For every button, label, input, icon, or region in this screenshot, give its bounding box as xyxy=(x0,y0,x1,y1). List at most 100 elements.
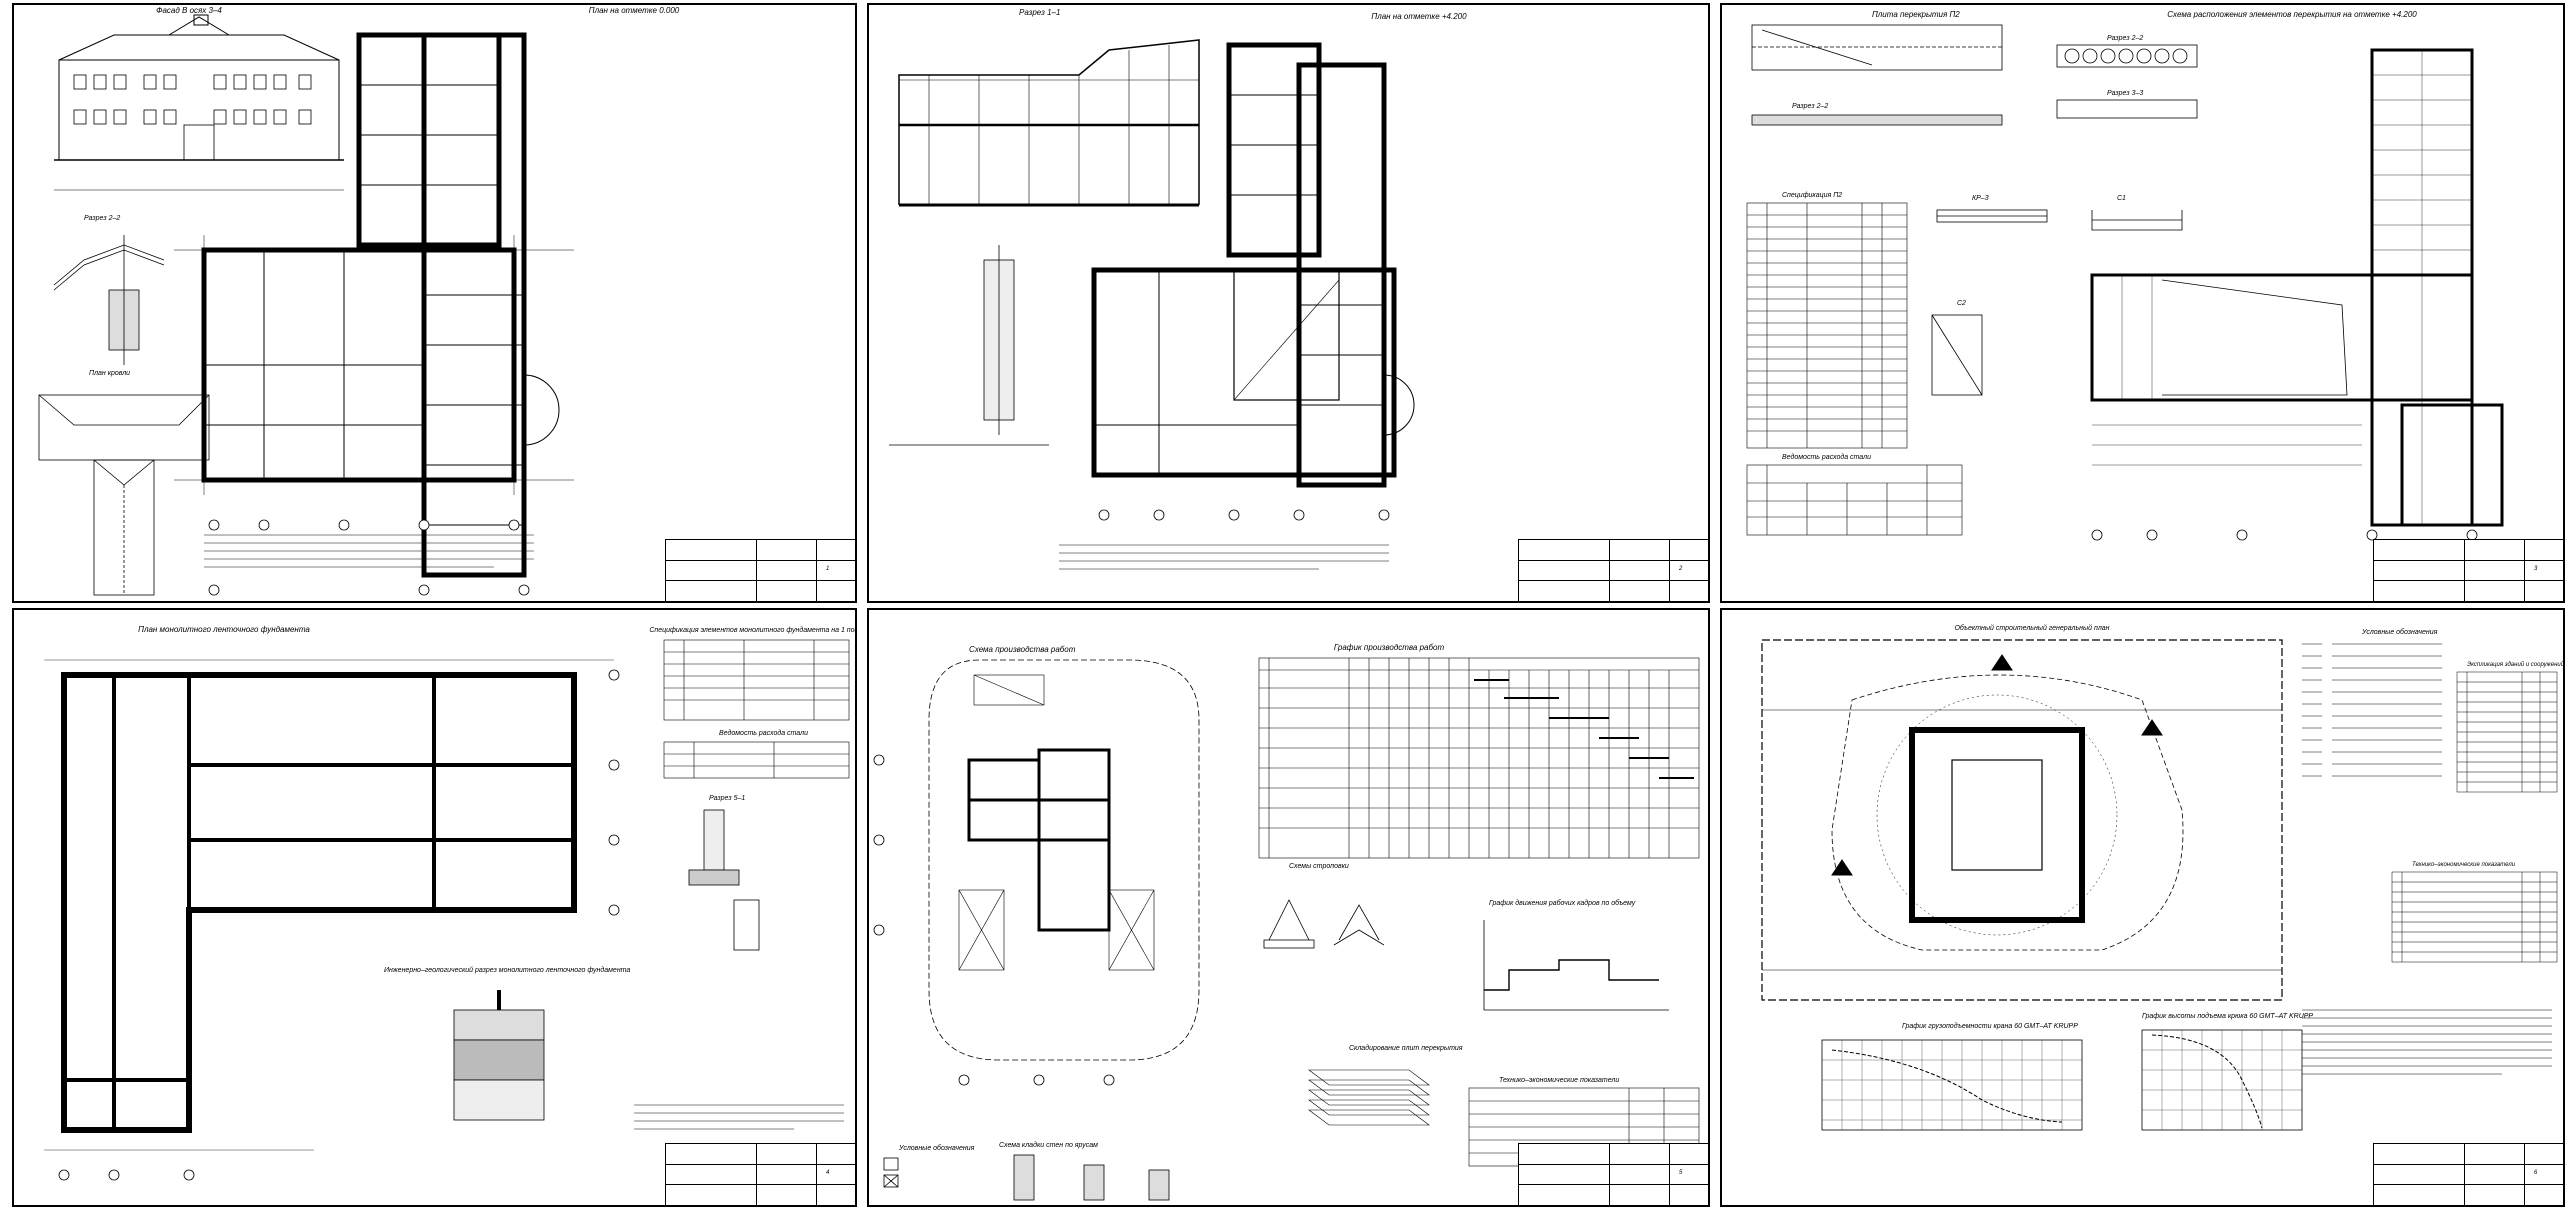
title-block: 5 xyxy=(1518,1143,1708,1205)
wall-detail xyxy=(889,245,1049,446)
layout-plan xyxy=(2090,48,2504,527)
steel-title: Ведомость расхода стали xyxy=(1782,453,1871,461)
sheet-number: 2 xyxy=(1679,566,1683,572)
schedule-table xyxy=(1258,657,1700,859)
teps-title: Технико–экономические показатели xyxy=(1499,1077,1619,1084)
axis-bubbles xyxy=(2091,529,2478,541)
capacity-chart xyxy=(1821,1039,2083,1131)
slab-title: Плита перекрытия П2 xyxy=(1872,10,1960,19)
kr-title: КР–3 xyxy=(1972,195,1989,202)
kr-detail xyxy=(1936,209,2048,223)
legend-title: Условные обозначения xyxy=(898,1144,975,1152)
section-title: Разрез 2–2 xyxy=(84,215,120,222)
title-block: 3 xyxy=(2373,539,2563,601)
sheet-1-drawing: Фасад В осях 3–4 Разрез 2–2 План кровли … xyxy=(38,6,680,596)
c1-title: С1 xyxy=(2117,195,2126,202)
roof-plan xyxy=(38,394,210,596)
foundation-title: План монолитного ленточного фундамента xyxy=(138,625,310,634)
sheet-number: 3 xyxy=(2534,566,2538,572)
schedule-title: График производства работ xyxy=(1334,643,1445,652)
sheet-1-floor-plan: Фасад В осях 3–4 Разрез 2–2 План кровли … xyxy=(12,3,857,603)
legend-lines xyxy=(2302,643,2442,777)
workers-chart xyxy=(1483,920,1669,1011)
layers-title: Схема кладки стен по ярусам xyxy=(999,1141,1098,1149)
section22-label: Разрез 2–2 xyxy=(2107,35,2143,42)
spec-title: Спецификация элементов монолитного фунда… xyxy=(649,626,857,634)
legend-symbols xyxy=(883,1157,899,1188)
section-1-1 xyxy=(898,39,1200,207)
plan-title: План на отметке +4.200 xyxy=(1371,12,1467,21)
axis-bubbles xyxy=(1098,509,1390,521)
facade-elevation xyxy=(54,14,344,191)
sheet-6-genplan: Объектный строительный генеральный план … xyxy=(1720,608,2565,1207)
spec-title: Спецификация П2 xyxy=(1782,192,1842,199)
spec-table xyxy=(1746,202,1908,449)
steel-table xyxy=(1746,464,1963,536)
explication-table xyxy=(2456,671,2558,793)
geo-title: Инженерно–геологический разрез монолитно… xyxy=(384,966,630,974)
sheet-3-drawing: Плита перекрытия П2 Разрез 2–2 Схема рас… xyxy=(1746,10,2504,541)
chart2-title: График высоты подъема крюка 60 GMT–AT KR… xyxy=(2142,1012,2313,1020)
height-chart xyxy=(2141,1029,2303,1131)
notes-lines xyxy=(2302,1009,2552,1075)
layers-diagram xyxy=(1013,1154,1170,1201)
genplan-title: Объектный строительный генеральный план xyxy=(1954,624,2109,632)
section33-title: Разрез 3–3 xyxy=(2107,90,2143,97)
genplan xyxy=(1761,639,2283,1001)
section-22-slab xyxy=(2056,44,2198,119)
sheet-6-drawing: Объектный строительный генеральный план … xyxy=(1761,624,2565,1131)
works-plan xyxy=(928,659,1200,1061)
sheet-5-drawing: Схема производства работ График производ… xyxy=(873,643,1700,1201)
axis-bubbles xyxy=(208,519,530,596)
storage-stack xyxy=(1308,1069,1430,1126)
legend-title: Условные обозначения xyxy=(2361,628,2438,636)
title-block: 2 xyxy=(1518,539,1708,601)
roof-title: План кровли xyxy=(89,370,130,377)
sheet-5-works: Схема производства работ График производ… xyxy=(867,608,1710,1207)
geo-section xyxy=(453,990,545,1121)
schedule-bars xyxy=(1474,679,1694,779)
sheet-number: 6 xyxy=(2534,1170,2538,1176)
steel-title: Ведомость расхода стали xyxy=(719,729,808,737)
section-2-2 xyxy=(53,235,165,365)
title-block: 1 xyxy=(665,539,855,601)
works-title: Схема производства работ xyxy=(969,645,1076,654)
teps-title: Технико–экономические показатели xyxy=(2412,862,2516,868)
sheet-number: 5 xyxy=(1679,1170,1683,1176)
chart1-title: График грузоподъемности крана 60 GMT–AT … xyxy=(1902,1022,2078,1030)
floor-plan xyxy=(1091,42,1415,488)
sheet-2-drawing: Разрез 1–1 План на отметке +4.200 xyxy=(889,8,1467,570)
title-block: 4 xyxy=(665,1143,855,1205)
c1-detail xyxy=(2091,210,2183,231)
c2-detail xyxy=(1931,314,1983,396)
sheet-4-drawing: План монолитного ленточного фундамента С… xyxy=(44,625,857,1181)
section22-title: Разрез 2–2 xyxy=(1792,103,1828,110)
steel-table xyxy=(663,741,850,779)
teps-table xyxy=(2391,871,2558,963)
sling-diagrams xyxy=(1263,899,1385,949)
foundation-plan xyxy=(44,659,614,1151)
plan-title: План на отметке 0.000 xyxy=(589,6,680,15)
storage-title: Складирование плит перекрытия xyxy=(1349,1044,1463,1052)
spec-table xyxy=(663,639,850,721)
sheet-number: 1 xyxy=(826,566,830,572)
axis-bubbles xyxy=(873,754,1115,1086)
sheet-4-foundation: План монолитного ленточного фундамента С… xyxy=(12,608,857,1207)
floor-plan xyxy=(174,32,574,578)
title-block: 6 xyxy=(2373,1143,2563,1205)
notes-lines xyxy=(634,1104,844,1130)
notes-lines xyxy=(1059,544,1389,570)
section-5-1 xyxy=(688,809,760,951)
section-title: Разрез 1–1 xyxy=(1019,8,1060,17)
slings-title: Схемы строповки xyxy=(1289,863,1349,870)
sheet-number: 4 xyxy=(826,1170,830,1176)
section-title: Разрез 5–1 xyxy=(709,795,745,802)
notes-lines xyxy=(204,534,534,568)
facade-title: Фасад В осях 3–4 xyxy=(156,6,222,15)
workers-title: График движения рабочих кадров по объему xyxy=(1489,899,1636,907)
c2-title: С2 xyxy=(1957,300,1966,307)
axis-bubbles xyxy=(58,669,620,1181)
explication-title: Экспликация зданий и сооружений xyxy=(2467,661,2565,668)
layout-title: Схема расположения элементов перекрытия … xyxy=(2167,10,2417,19)
sheet-2-section-plan: Разрез 1–1 План на отметке +4.200 xyxy=(867,3,1710,603)
